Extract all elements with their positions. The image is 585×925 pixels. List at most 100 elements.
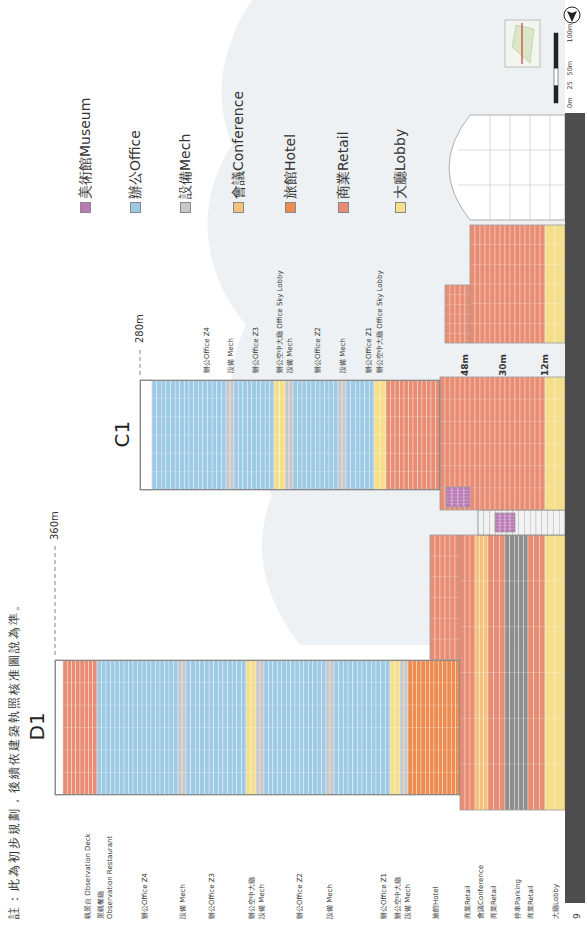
label-holder: 辦公Office Z2: [296, 873, 304, 919]
label-holder: 商業Retail: [464, 885, 472, 919]
column-line: [140, 398, 440, 399]
label-holder: 25: [567, 81, 574, 89]
column-line: [470, 303, 565, 304]
scale-label: 50m: [566, 61, 574, 76]
column-line: [140, 435, 440, 436]
column-line: [430, 639, 460, 640]
label-holder: 9: [572, 913, 582, 919]
column-line: [460, 718, 565, 719]
building-floor-line: [530, 115, 531, 220]
label-holder: 辦公Office Z1: [365, 327, 373, 373]
legend-item: 大廳Lobby: [392, 129, 408, 213]
block-outline: [430, 535, 460, 660]
column-line: [445, 314, 470, 315]
column-line: [460, 764, 565, 765]
podium-d1: [460, 535, 565, 810]
height-label: 30m: [498, 354, 508, 376]
legend-item: 美術館Museum: [77, 98, 93, 213]
tower-c1-floors: [140, 380, 440, 490]
legend-swatch: [180, 202, 191, 213]
label-holder: 觀景台 Observation Deck: [84, 833, 92, 919]
column-line: [478, 518, 565, 519]
scale-segment: [554, 33, 558, 68]
scale-segment: [554, 86, 558, 104]
column-line: [55, 772, 460, 773]
legend-item: 旅館Hotel: [282, 134, 298, 213]
legend-item: 會議Conference: [230, 91, 246, 213]
column-line: [55, 682, 460, 683]
legend-text: 商業Retail: [335, 131, 351, 199]
label-holder: 30m: [498, 354, 508, 376]
column-line: [55, 750, 460, 751]
floor-label: 設備 Mech: [227, 338, 235, 373]
column-line: [430, 618, 460, 619]
key-map-frame: [505, 20, 540, 67]
key-map: [505, 20, 540, 67]
legend-text: 設備Mech: [177, 134, 193, 199]
floor-label: 設備 Mech: [326, 884, 334, 919]
floor-label: 辦公Office Z4: [141, 873, 149, 919]
column-line: [446, 503, 470, 504]
building-column-line: [458, 185, 565, 186]
podium-step: [430, 535, 460, 660]
floor-label: 辦公Office Z1: [380, 873, 388, 919]
column-line: [478, 522, 565, 523]
column-line: [445, 323, 470, 324]
scale-segment: [554, 68, 558, 86]
floor-label: 辦公Office Z2: [296, 873, 304, 919]
label-holder: 設備 Mech: [286, 338, 294, 373]
column-line: [446, 493, 470, 494]
label-holder: 0m: [567, 98, 574, 108]
column-line: [55, 727, 460, 728]
column-line: [55, 705, 460, 706]
column-line: [460, 672, 565, 673]
block-outline: [445, 285, 470, 343]
floor-label: 會議Conference: [477, 865, 485, 919]
north-arrow-ring: [564, 7, 580, 23]
label-holder: 景觀餐廳: [97, 891, 105, 919]
label-holder: 設備 Mech: [404, 884, 412, 919]
floor-label: 設備 Mech: [179, 884, 187, 919]
column-line: [478, 530, 565, 531]
floor-label: 辦公Office Z3: [252, 327, 260, 373]
label-holder: 註：此為初步規劃，後續依建築執照核准圖說為準。: [8, 597, 22, 919]
label-holder: 辦公Office Z1: [380, 873, 388, 919]
floor-label: 設備 Mech: [339, 338, 347, 373]
height-label: 12m: [540, 354, 550, 376]
label-holder: 商業Retail: [527, 885, 535, 919]
legend-swatch: [338, 202, 349, 213]
column-line: [440, 465, 565, 466]
floor-label: 設備 Mech: [258, 884, 266, 919]
column-line: [440, 399, 565, 400]
label-holder: 設備 Mech: [179, 884, 187, 919]
tower-section: C1: [140, 380, 440, 490]
column-line: [495, 516, 515, 517]
ground: [565, 113, 585, 903]
label-holder: 商業Retail: [490, 885, 498, 919]
legend-swatch: [233, 202, 244, 213]
tower-d1-floors: [55, 660, 460, 795]
label-holder: 48m: [460, 354, 470, 376]
tower-label: D1: [26, 712, 48, 740]
podium-c1: [440, 377, 565, 510]
legend-swatch: [80, 202, 91, 213]
neighbour-building: [449, 115, 565, 220]
museum-block: [495, 513, 515, 532]
floor-label: 設備 Mech: [404, 884, 412, 919]
floor-label: 辦公空中大廳 Office Sky Lobby: [276, 270, 284, 373]
column-line: [460, 626, 565, 627]
floor-label: 辦公Office Z2: [314, 327, 322, 373]
label-holder: 辦公空中大廳 Office Sky Lobby: [376, 270, 384, 373]
floor-label: 辦公空中大廳: [248, 877, 256, 919]
page-number: 9: [572, 913, 582, 919]
column-line: [495, 528, 515, 529]
label-holder: 辦公Office Z4: [141, 873, 149, 919]
building-column-line: [458, 150, 565, 151]
label-holder: 辦公空中大廳 Office Sky Lobby: [276, 270, 284, 373]
column-line: [440, 443, 565, 444]
label-holder: Observation Restaurant: [106, 836, 114, 919]
column-line: [446, 497, 470, 498]
column-line: [495, 522, 515, 523]
floor-label: 辦公Office Z1: [365, 327, 373, 373]
column-line: [140, 416, 440, 417]
